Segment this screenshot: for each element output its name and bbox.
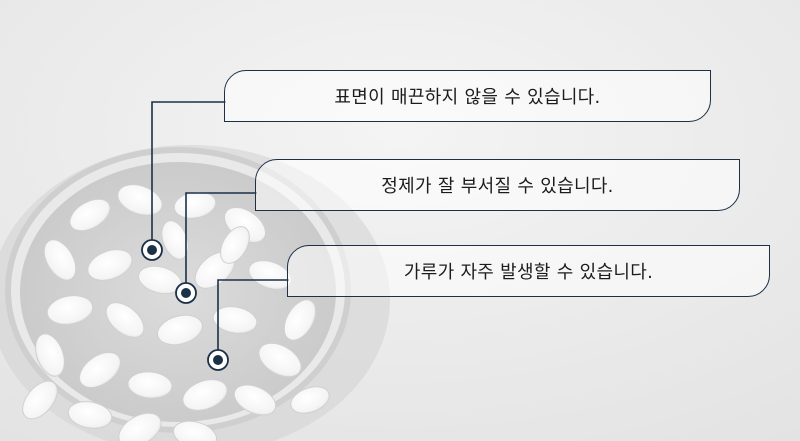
callout-3-text: 가루가 자주 발생할 수 있습니다.: [403, 262, 654, 283]
marker-2: [175, 282, 197, 304]
pill: [156, 314, 204, 346]
pill: [105, 302, 145, 338]
callout-1: 표면이 매끈하지 않을 수 있습니다.: [224, 70, 711, 122]
pill: [182, 379, 228, 411]
pill: [173, 191, 217, 219]
pills: [22, 184, 330, 441]
connector-lines: [151, 101, 289, 360]
callout-2-text: 정제가 잘 부서질 수 있습니다.: [381, 176, 614, 197]
pill: [290, 386, 330, 414]
callout-1-text: 표면이 매끈하지 않을 수 있습니다.: [334, 87, 601, 108]
pill: [118, 412, 162, 441]
pill: [127, 371, 173, 399]
marker-3: [207, 349, 229, 371]
pill: [69, 198, 111, 232]
pill: [212, 306, 258, 334]
pill: [220, 226, 250, 264]
callout-3: 가루가 자주 발생할 수 있습니다.: [287, 245, 770, 297]
pill: [117, 184, 163, 216]
callout-2: 정제가 잘 부서질 수 있습니다.: [255, 159, 740, 211]
pill: [46, 295, 94, 325]
connector-line-1: [151, 101, 226, 250]
pill: [233, 384, 277, 416]
connector-line-2: [185, 192, 257, 293]
pill: [258, 342, 302, 378]
connector-line-3: [217, 279, 289, 360]
pill: [67, 401, 113, 429]
pill: [87, 249, 133, 281]
pill: [43, 239, 77, 281]
marker-1: [141, 239, 163, 261]
pill: [22, 380, 58, 420]
pill: [35, 333, 65, 377]
pill: [79, 352, 121, 388]
pill: [283, 299, 317, 341]
